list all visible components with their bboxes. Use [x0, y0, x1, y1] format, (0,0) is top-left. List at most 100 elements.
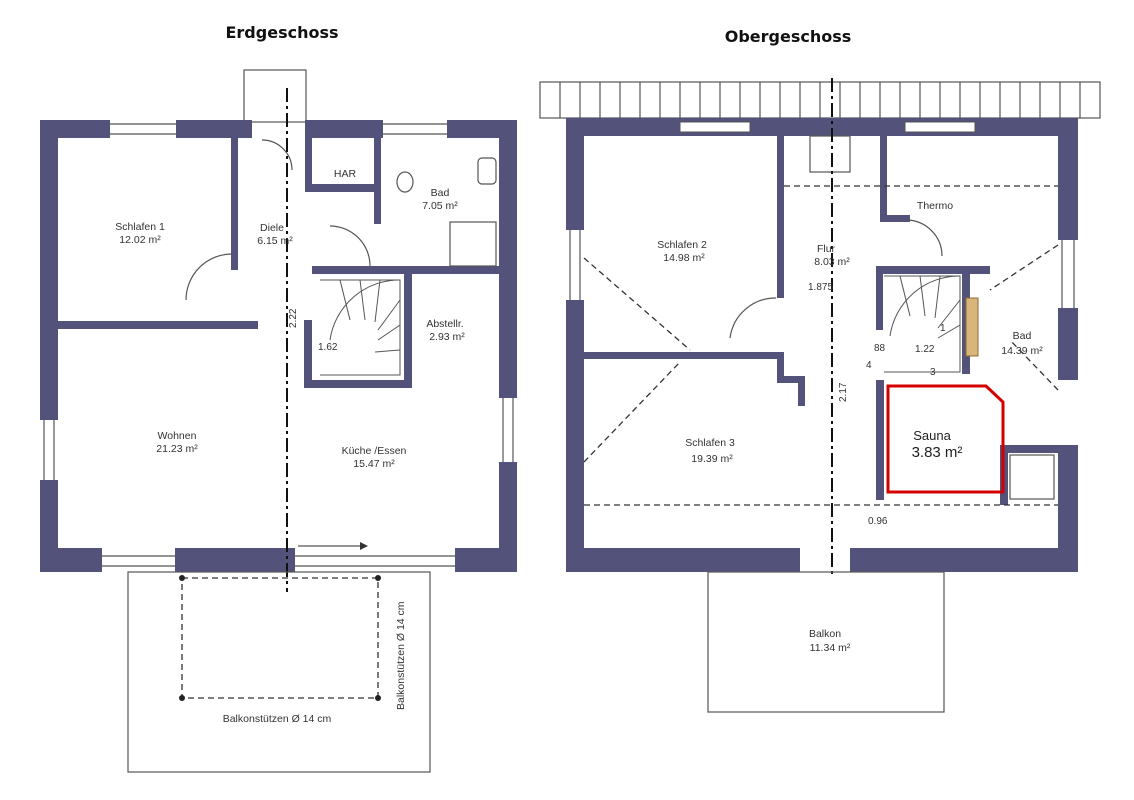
room-name: Abstellr. [426, 318, 463, 330]
shaft [809, 135, 851, 173]
room-name: Schlafen 1 [115, 221, 165, 233]
wall [455, 548, 517, 572]
wall [880, 215, 910, 222]
wall [305, 138, 312, 184]
room-name: Diele [260, 222, 284, 234]
wall [566, 300, 584, 572]
balcony-outline [707, 571, 945, 713]
room-area: 11.34 m² [810, 642, 851, 654]
wall [1058, 445, 1078, 572]
roof-slope-line [989, 244, 1059, 291]
wall [175, 548, 295, 572]
dimension-label: 2.17 [838, 382, 849, 402]
wall [40, 548, 102, 572]
room-name: Küche /Essen [342, 445, 407, 457]
stair-step-label: 4 [866, 360, 872, 371]
room-name: Schlafen 2 [657, 239, 707, 251]
entrance-canopy [243, 69, 307, 123]
balcony-posts-frame [181, 577, 379, 699]
dimension-label: 1.62 [318, 342, 338, 353]
room-name: Bad [431, 187, 450, 199]
room-name: Balkon [809, 628, 841, 640]
wall [566, 118, 1078, 136]
wall [566, 118, 584, 230]
wall [566, 548, 800, 572]
room-name: Thermo [917, 200, 953, 212]
wall [499, 462, 517, 572]
room-area: 2.93 m² [429, 331, 465, 343]
wall [1058, 308, 1078, 380]
dimension-label: 1.22 [915, 344, 935, 355]
wall [176, 120, 252, 138]
shower-icon [449, 221, 497, 267]
staircase [884, 275, 961, 373]
wall [876, 266, 990, 274]
shower-icon [1009, 454, 1055, 500]
room-area: 14.39 m² [1001, 345, 1043, 357]
room-area: 6.15 m² [257, 235, 293, 247]
roof-slope-line [583, 257, 691, 351]
sauna-outline [886, 384, 1005, 494]
wall [305, 184, 375, 192]
dimension-label: 1.875 [808, 282, 833, 293]
room-area: 19.39 m² [691, 453, 733, 465]
wall [880, 136, 887, 222]
door-swing [905, 219, 943, 257]
sink-icon [477, 157, 497, 185]
wall [1058, 118, 1078, 240]
balcony-outline [127, 571, 431, 773]
stair-step-label: 3 [930, 367, 936, 378]
stair-step-label: 1 [940, 323, 946, 334]
door-swing [185, 253, 233, 301]
wall [374, 138, 381, 224]
wall [777, 376, 805, 383]
room-area: 8.03 m² [814, 256, 850, 268]
wall [312, 266, 499, 274]
upper-floor-plan: Schlafen 2 14.98 m² Flur 8.03 m² Thermo … [539, 78, 1101, 713]
heater-icon [965, 297, 979, 357]
wall [304, 320, 312, 388]
wall [777, 136, 784, 298]
wall [404, 274, 412, 386]
dimension-label: 0.96 [868, 516, 888, 527]
room-name: Flur [817, 243, 836, 255]
ground-floor-plan: Schlafen 1 12.02 m² Diele 6.15 m² HAR Ba… [40, 69, 517, 773]
wall [40, 120, 58, 420]
roof-slope-line [583, 361, 681, 463]
room-area: 15.47 m² [353, 458, 395, 470]
room-name: Bad [1013, 330, 1032, 342]
room-area: 12.02 m² [119, 234, 161, 246]
sauna-area: 3.83 m² [912, 444, 963, 461]
wall [584, 352, 784, 359]
roof-slope-line [1009, 339, 1059, 391]
wall [876, 380, 884, 500]
wall [876, 266, 883, 330]
balcony-post-label: Balkonstützen Ø 14 cm [395, 601, 407, 710]
staircase-curve [329, 279, 401, 341]
upper-floor-title: Obergeschoss [725, 27, 852, 46]
sauna-name: Sauna [913, 428, 951, 443]
room-name: Schlafen 3 [685, 437, 735, 449]
room-name: HAR [334, 168, 357, 180]
wall [58, 321, 258, 329]
room-area: 14.98 m² [663, 252, 705, 264]
ground-floor-title: Erdgeschoss [225, 23, 338, 42]
dimension-label: 88 [874, 343, 886, 354]
wall [312, 380, 412, 388]
staircase-curve [889, 275, 961, 337]
staircase [320, 279, 401, 376]
wall [499, 120, 517, 398]
toilet-icon [396, 171, 414, 193]
room-area: 7.05 m² [422, 200, 458, 212]
balcony-post-label: Balkonstützen Ø 14 cm [223, 713, 332, 725]
room-area: 21.23 m² [156, 443, 198, 455]
wall [777, 352, 784, 382]
window [904, 121, 976, 133]
wall [1000, 445, 1058, 453]
door-swing [261, 139, 293, 171]
door-swing [329, 225, 371, 267]
wall [850, 548, 1078, 572]
wall [231, 138, 238, 270]
window [679, 121, 751, 133]
